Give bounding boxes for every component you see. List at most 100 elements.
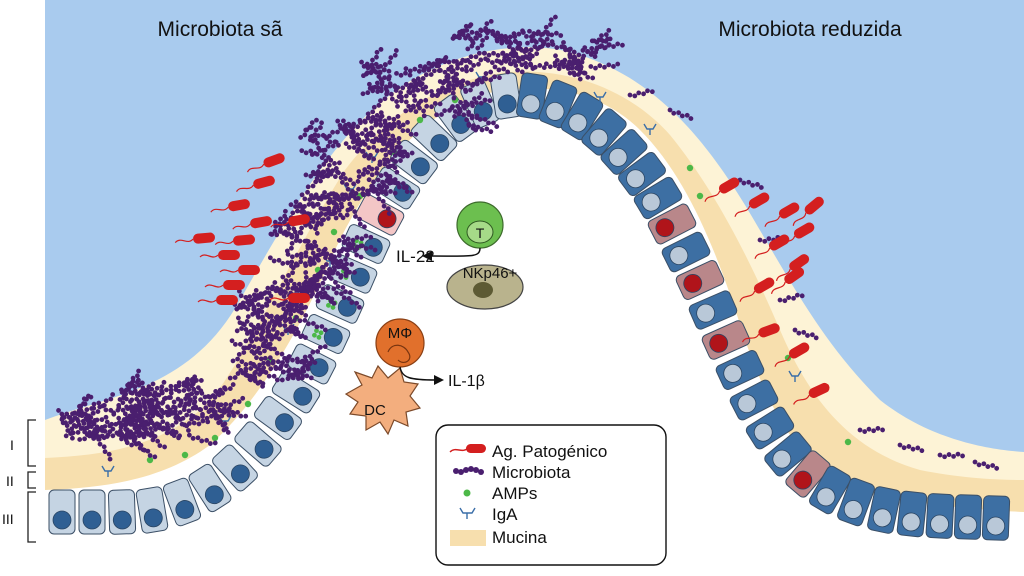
microbiota-bead: [750, 182, 755, 188]
microbiota-bead: [487, 98, 493, 104]
microbiota-bead: [191, 420, 197, 426]
microbiota-bead: [357, 117, 363, 123]
microbiota-chain: [333, 258, 350, 272]
microbiota-bead: [517, 41, 523, 46]
microbiota-bead: [266, 314, 272, 319]
microbiota-bead: [431, 61, 437, 67]
microbiota-chain: [373, 119, 392, 129]
microbiota-bead: [446, 59, 452, 65]
microbiota-bead: [102, 428, 108, 434]
microbiota-bead: [303, 250, 309, 256]
microbiota-bead: [245, 314, 251, 320]
microbiota-bead: [259, 291, 265, 297]
microbiota-bead: [442, 108, 448, 114]
microbiota-bead: [607, 36, 613, 42]
microbiota-bead: [260, 304, 265, 310]
microbiota-bead: [218, 408, 224, 414]
microbiota-bead: [297, 318, 303, 324]
epithelial-cell-nucleus: [275, 413, 294, 433]
pathogen-flagellum: [704, 190, 721, 202]
microbiota-bead: [383, 171, 389, 177]
microbiota-bead: [308, 262, 313, 267]
pathogen-body: [228, 199, 250, 212]
microbiota-bead: [395, 103, 400, 109]
microbiota-bead: [482, 50, 487, 56]
microbiota-bead: [360, 148, 366, 154]
microbiota-bead: [310, 219, 316, 224]
microbiota-bead: [344, 252, 350, 258]
epithelial-cell-nucleus: [737, 394, 757, 414]
microbiota-bead: [70, 435, 75, 441]
microbiota-bead: [606, 62, 612, 68]
microbiota-bead: [336, 207, 342, 213]
microbiota-bead: [278, 364, 284, 370]
microbiota-chain: [434, 99, 468, 118]
microbiota-bead: [495, 31, 501, 37]
microbiota-chain: [235, 315, 255, 339]
microbiota-bead: [325, 285, 331, 291]
epithelial-cell: [647, 203, 697, 245]
microbiota-bead: [278, 227, 283, 233]
microbiota-bead: [322, 276, 328, 281]
microbiota-bead: [499, 37, 505, 43]
microbiota-chain: [338, 175, 361, 201]
microbiota-bead: [463, 23, 469, 29]
microbiota-bead: [369, 125, 375, 131]
microbiota-bead: [354, 252, 360, 258]
microbiota-bead: [298, 359, 304, 365]
microbiota-bead: [105, 432, 111, 438]
microbiota-bead: [137, 413, 143, 419]
microbiota-bead: [389, 180, 394, 186]
microbiota-bead: [77, 403, 82, 409]
microbiota-bead: [491, 50, 496, 56]
title-healthy-microbiota: Microbiota sã: [158, 18, 283, 41]
microbiota-bead: [360, 186, 366, 192]
microbiota-bead: [314, 276, 320, 282]
microbiota-bead: [791, 295, 796, 301]
microbiota-bead: [314, 211, 319, 217]
microbiota-bead: [179, 421, 185, 427]
layer-label-3: III: [2, 511, 14, 527]
microbiota-bead: [312, 360, 318, 365]
microbiota-bead: [603, 32, 609, 37]
microbiota-bead: [385, 206, 391, 212]
microbiota-bead: [394, 70, 399, 76]
microbiota-bead: [302, 132, 308, 138]
microbiota-bead: [229, 338, 235, 344]
microbiota-chain: [541, 39, 577, 55]
legend: Ag. Patogénico Microbiota AMPs IgA Mucin…: [435, 424, 667, 566]
legend-label-amps: AMPs: [492, 484, 537, 503]
microbiota-bead: [435, 92, 441, 98]
microbiota-bead: [420, 76, 426, 81]
microbiota-bead: [422, 64, 428, 70]
microbiota-bead: [667, 107, 673, 113]
microbiota-bead: [530, 33, 536, 39]
microbiota-bead: [503, 38, 509, 44]
microbiota-bead: [382, 147, 388, 153]
microbiota-bead: [355, 124, 361, 130]
microbiota-bead: [279, 331, 285, 337]
microbiota-bead: [344, 182, 350, 187]
microbiota-bead: [292, 367, 297, 373]
microbiota-bead: [534, 51, 540, 57]
pathogen: [199, 250, 240, 260]
microbiota-bead: [150, 405, 156, 411]
microbiota-bead: [249, 338, 255, 344]
microbiota-bead: [409, 150, 415, 156]
microbiota-bead: [346, 144, 352, 150]
microbiota-bead: [464, 68, 469, 74]
microbiota-bead: [129, 413, 135, 419]
microbiota-bead: [394, 180, 399, 186]
microbiota-bead: [524, 33, 529, 39]
microbiota-bead: [805, 333, 810, 338]
il22-arrowhead: [422, 251, 432, 261]
microbiota-bead: [475, 124, 481, 130]
microbiota-bead: [249, 333, 255, 339]
microbiota-bead: [314, 201, 320, 207]
microbiota-bead: [332, 267, 337, 273]
microbiota-bead: [303, 274, 309, 280]
pathogen-flagellum: [174, 238, 194, 244]
microbiota-bead: [538, 37, 543, 42]
microbiota-bead: [332, 174, 338, 179]
microbiota-bead: [372, 247, 378, 253]
